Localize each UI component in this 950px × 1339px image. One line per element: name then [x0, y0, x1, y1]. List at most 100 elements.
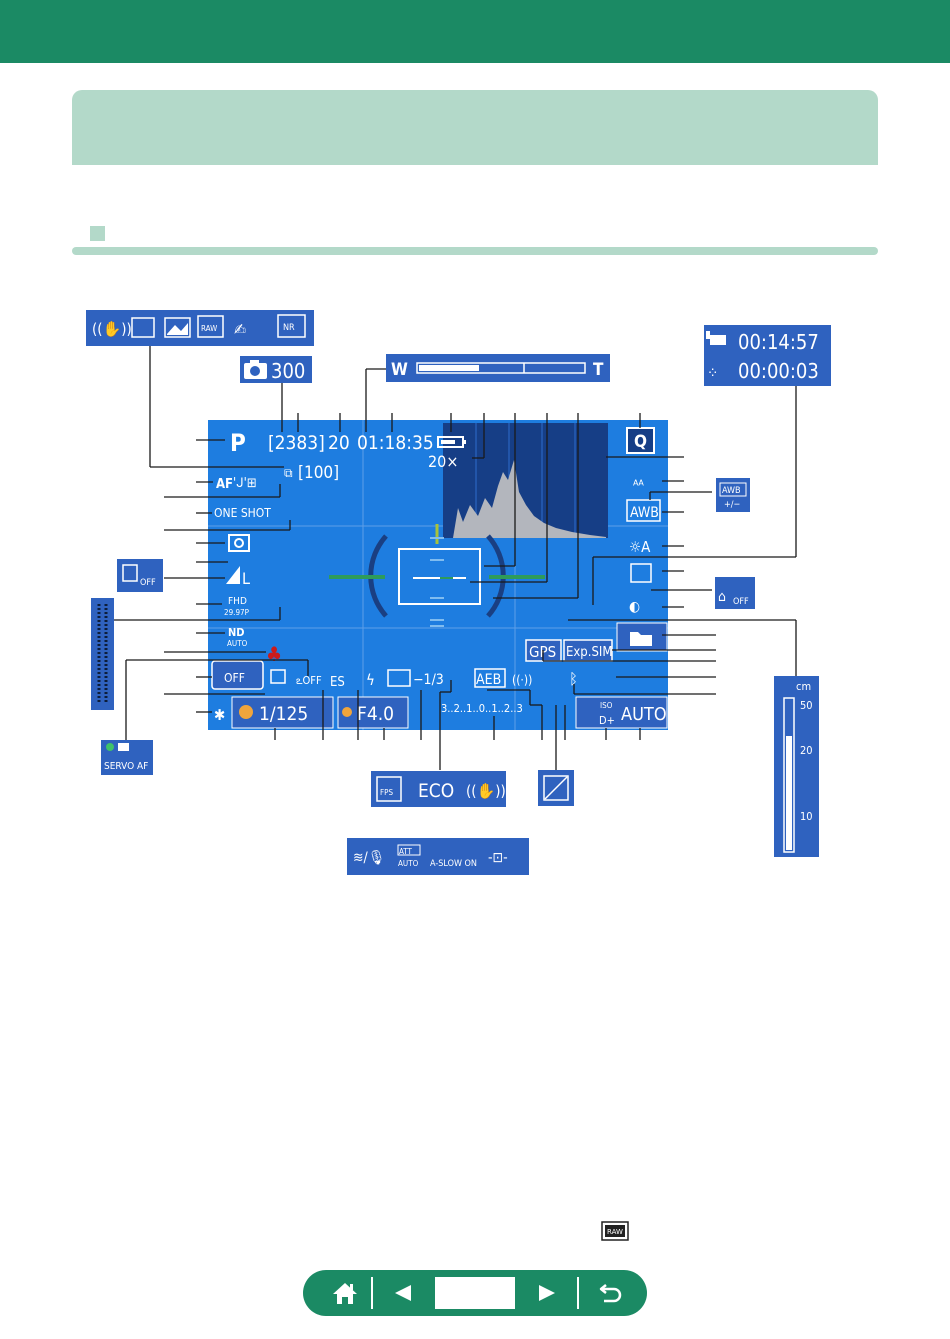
- movie-digital-is-icon: -⊡-: [488, 850, 508, 866]
- auto-level-off-label: OFF: [733, 597, 749, 607]
- auto-lighting-icon: ☼A: [629, 538, 651, 556]
- home-icon: [333, 1283, 357, 1304]
- auto-scene-icon: [131, 317, 155, 338]
- audio-level-meter: [91, 598, 114, 710]
- iso-button[interactable]: [575, 696, 668, 729]
- svg-text:L: L: [242, 569, 250, 588]
- attenuator-auto-label: AUTO: [398, 859, 419, 868]
- focus-scale-unit: cm: [796, 680, 811, 693]
- previous-page-button[interactable]: [383, 1270, 425, 1316]
- digital-zoom-label: 20×: [428, 452, 458, 471]
- aeb-label: AEB: [476, 672, 501, 688]
- electronic-level: [329, 524, 545, 627]
- nd-filter-sub-label: AUTO: [227, 639, 248, 648]
- triangle-left-icon: [395, 1285, 411, 1301]
- shooting-mode-label: P: [230, 429, 246, 457]
- slow-shutter-label: A-SLOW ON: [430, 859, 477, 869]
- dial-icon: [239, 705, 253, 719]
- control-ring-icon: [342, 707, 352, 717]
- picture-style-panel-icon: [164, 317, 191, 338]
- max-burst-label: 20: [328, 432, 350, 454]
- drive-mode-icon: [270, 669, 286, 684]
- raw-indicator-icon: RAW: [601, 1221, 629, 1241]
- raw-icon: [197, 315, 224, 338]
- movie-elapsed-label: 00:14:57: [738, 330, 819, 354]
- face-tracking-icon: 'ᒍ'⊞: [233, 476, 257, 491]
- bottom-navigation: [303, 1270, 647, 1316]
- section-marker-icon: [90, 226, 105, 241]
- eco-stabilizer-icon: ((✋)): [466, 782, 506, 800]
- back-button[interactable]: [589, 1270, 633, 1316]
- focus-scale-tick-50: 50: [800, 699, 813, 712]
- wifi-icon: ((·)): [512, 673, 532, 687]
- hdr-off-icon: ◐: [629, 599, 640, 615]
- self-timer-icon: ఽOFF: [296, 674, 322, 687]
- zoom-bar: [416, 362, 586, 374]
- audio-strip: [347, 838, 529, 875]
- callout-lines: [114, 346, 797, 770]
- frame-rate-label: 29.97P: [224, 608, 250, 617]
- white-balance-label: AWB: [630, 505, 659, 521]
- af-point-frame: [398, 548, 481, 605]
- af-method-label: AF: [216, 477, 233, 492]
- aeb-box: [474, 668, 506, 688]
- exposure-scale-label: 3..2..1..0..1..2..3: [441, 702, 523, 715]
- image-quality-icon: ⧉: [284, 466, 293, 480]
- ae-lock-icon: ✱: [214, 706, 225, 724]
- nav-separator: [577, 1277, 579, 1309]
- auto-level-panel: [715, 577, 755, 609]
- histogram-graph: [453, 460, 606, 538]
- interval-time-label: 00:00:03: [738, 359, 819, 383]
- shutter-mode-label: ES: [330, 675, 345, 690]
- picture-style-icon: ᴬᴬ: [633, 478, 644, 494]
- image-size-icon: L: [226, 566, 250, 588]
- wind-filter-icon: ≋/🎙: [353, 849, 386, 866]
- zoom-wide-label: W: [391, 360, 408, 380]
- return-arrow-icon: [599, 1284, 622, 1303]
- wb-correction-line1: AWB: [722, 486, 741, 496]
- svg-text:NR: NR: [283, 323, 295, 333]
- wb-box: [626, 499, 661, 522]
- battery-icon: [437, 436, 466, 448]
- quick-control-button[interactable]: [626, 427, 655, 454]
- section-underline: [72, 247, 878, 255]
- shutter-speed-label: 1/125: [259, 703, 308, 725]
- servo-af-label: SERVO AF: [104, 761, 148, 772]
- movie-size-label: FHD: [228, 596, 247, 607]
- auto-level-icon: ⌂: [718, 589, 726, 605]
- page-number-box: [435, 1277, 515, 1309]
- touch-shutter-off-label: OFF: [224, 671, 245, 685]
- focus-distance-scale: [774, 676, 819, 857]
- focus-scale-tick-20: 20: [800, 744, 813, 757]
- shots-panel-label: 300: [271, 359, 305, 383]
- movie-camera-icon: [706, 331, 726, 345]
- header-bar: [0, 0, 950, 63]
- next-page-button[interactable]: [525, 1270, 567, 1316]
- interval-timer-icon: ⁘: [707, 364, 718, 382]
- aperture-label: F4.0: [357, 703, 394, 725]
- flash-comp-icon: [387, 669, 411, 687]
- bluetooth-icon: ᛒ: [569, 670, 578, 688]
- touch-shutter-button[interactable]: [211, 660, 264, 690]
- eco-fps-label: FPS: [380, 788, 393, 797]
- iso-value-label: AUTO: [621, 704, 667, 725]
- creative-assist-icon: [630, 563, 652, 583]
- eco-label: ECO: [418, 780, 454, 802]
- camera-icon: [244, 360, 267, 379]
- hdr-movie-off-label: OFF: [140, 578, 156, 588]
- nd-filter-label: ND: [228, 626, 245, 639]
- svg-text:RAW: RAW: [201, 324, 217, 333]
- zoom-tele-label: T: [593, 360, 604, 380]
- folder-shots-label: [100]: [298, 463, 339, 483]
- nav-separator: [371, 1277, 373, 1309]
- wb-correction-line2: +/−: [724, 500, 740, 510]
- movie-time-label: 01:18:35: [357, 432, 434, 454]
- nr-icon: [277, 314, 306, 338]
- home-button[interactable]: [321, 1270, 369, 1316]
- touch-shutter-icon: ✍: [234, 320, 246, 339]
- shots-remaining-label: [2383]: [268, 432, 325, 454]
- iso-label: ISO: [600, 701, 613, 710]
- highlight-tone-label: D+: [599, 714, 615, 727]
- af-operation-label: ONE SHOT: [214, 506, 271, 520]
